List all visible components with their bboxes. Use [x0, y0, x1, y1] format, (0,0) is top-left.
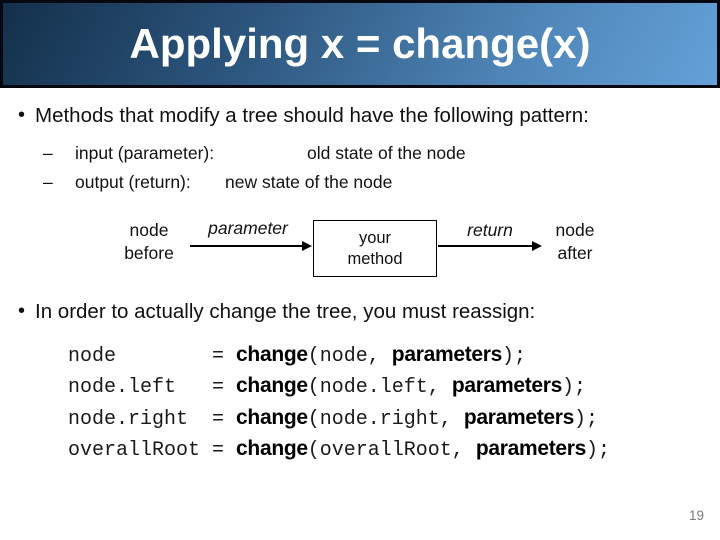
method-box-line2: method — [347, 249, 403, 268]
code-args: (node.right, — [307, 407, 464, 431]
code-line-node-left: node.left = change(node.left, parameters… — [68, 371, 610, 402]
code-line-node-right: node.right = change(node.right, paramete… — [68, 403, 610, 434]
sub-input-label: input (parameter): — [75, 143, 215, 163]
sub-output-label: output (return): — [75, 172, 191, 192]
node-before-line1: node — [129, 220, 169, 240]
code-lhs: node.left — [68, 376, 213, 400]
code-change-keyword: change — [236, 374, 308, 398]
code-close: ); — [562, 376, 587, 400]
code-args: (node, — [307, 345, 392, 368]
method-box-line1: your — [358, 228, 392, 247]
code-eq: = — [212, 438, 237, 462]
bullet-methods-text: Methods that modify a tree should have t… — [35, 104, 589, 127]
code-close: ); — [574, 407, 599, 431]
code-parameters-keyword: parameters — [451, 374, 563, 398]
return-label: return — [467, 220, 513, 240]
your-method-box: your method — [313, 220, 437, 277]
bullet-icon: • — [18, 104, 26, 126]
title-bar: Applying x = change(x) — [0, 0, 720, 88]
code-lhs: overallRoot — [68, 438, 213, 462]
code-parameters-keyword: parameters — [391, 343, 503, 366]
slide-title: Applying x = change(x) — [129, 20, 591, 67]
code-change-keyword: change — [236, 436, 308, 460]
code-eq: = — [212, 376, 237, 400]
parameter-label: parameter — [208, 218, 288, 238]
sub-input-value: old state of the node — [307, 143, 466, 163]
code-args: (overallRoot, — [307, 438, 476, 462]
code-lhs: node — [68, 345, 213, 368]
node-after-line1: node — [555, 220, 595, 240]
page-number: 19 — [688, 508, 704, 523]
code-line-node: node = change(node, parameters); — [68, 340, 610, 371]
code-eq: = — [212, 345, 237, 368]
code-parameters-keyword: parameters — [475, 436, 587, 460]
sub-output-value: new state of the node — [225, 172, 393, 192]
code-lhs: node.right — [68, 407, 213, 431]
sub-bullet-input: – input (parameter): old state of the node — [43, 143, 466, 164]
bullet-icon: • — [18, 300, 26, 322]
code-eq: = — [212, 407, 237, 431]
code-change-keyword: change — [236, 343, 308, 366]
node-after-label: node after — [545, 219, 605, 265]
code-change-keyword: change — [236, 405, 308, 429]
code-close: ); — [502, 345, 527, 368]
parameter-arrow-head-icon — [302, 241, 312, 251]
code-parameters-keyword: parameters — [463, 405, 575, 429]
sub-bullet-output: – output (return): new state of the node — [43, 172, 392, 193]
code-block: node = change(node, parameters); node.le… — [68, 340, 610, 465]
bullet-reassign-text: In order to actually change the tree, yo… — [35, 300, 536, 323]
code-close: ); — [586, 438, 611, 462]
code-line-overallroot: overallRoot = change(overallRoot, parame… — [68, 434, 610, 465]
dash-icon: – — [43, 172, 53, 192]
parameter-arrow-line — [190, 245, 302, 247]
dash-icon: – — [43, 143, 53, 163]
node-before-line2: before — [124, 243, 174, 264]
code-args: (node.left, — [307, 376, 452, 400]
node-before-label: node before — [114, 219, 184, 265]
return-arrow-line — [438, 245, 532, 247]
return-arrow-head-icon — [532, 241, 542, 251]
node-after-line2: after — [557, 243, 593, 264]
